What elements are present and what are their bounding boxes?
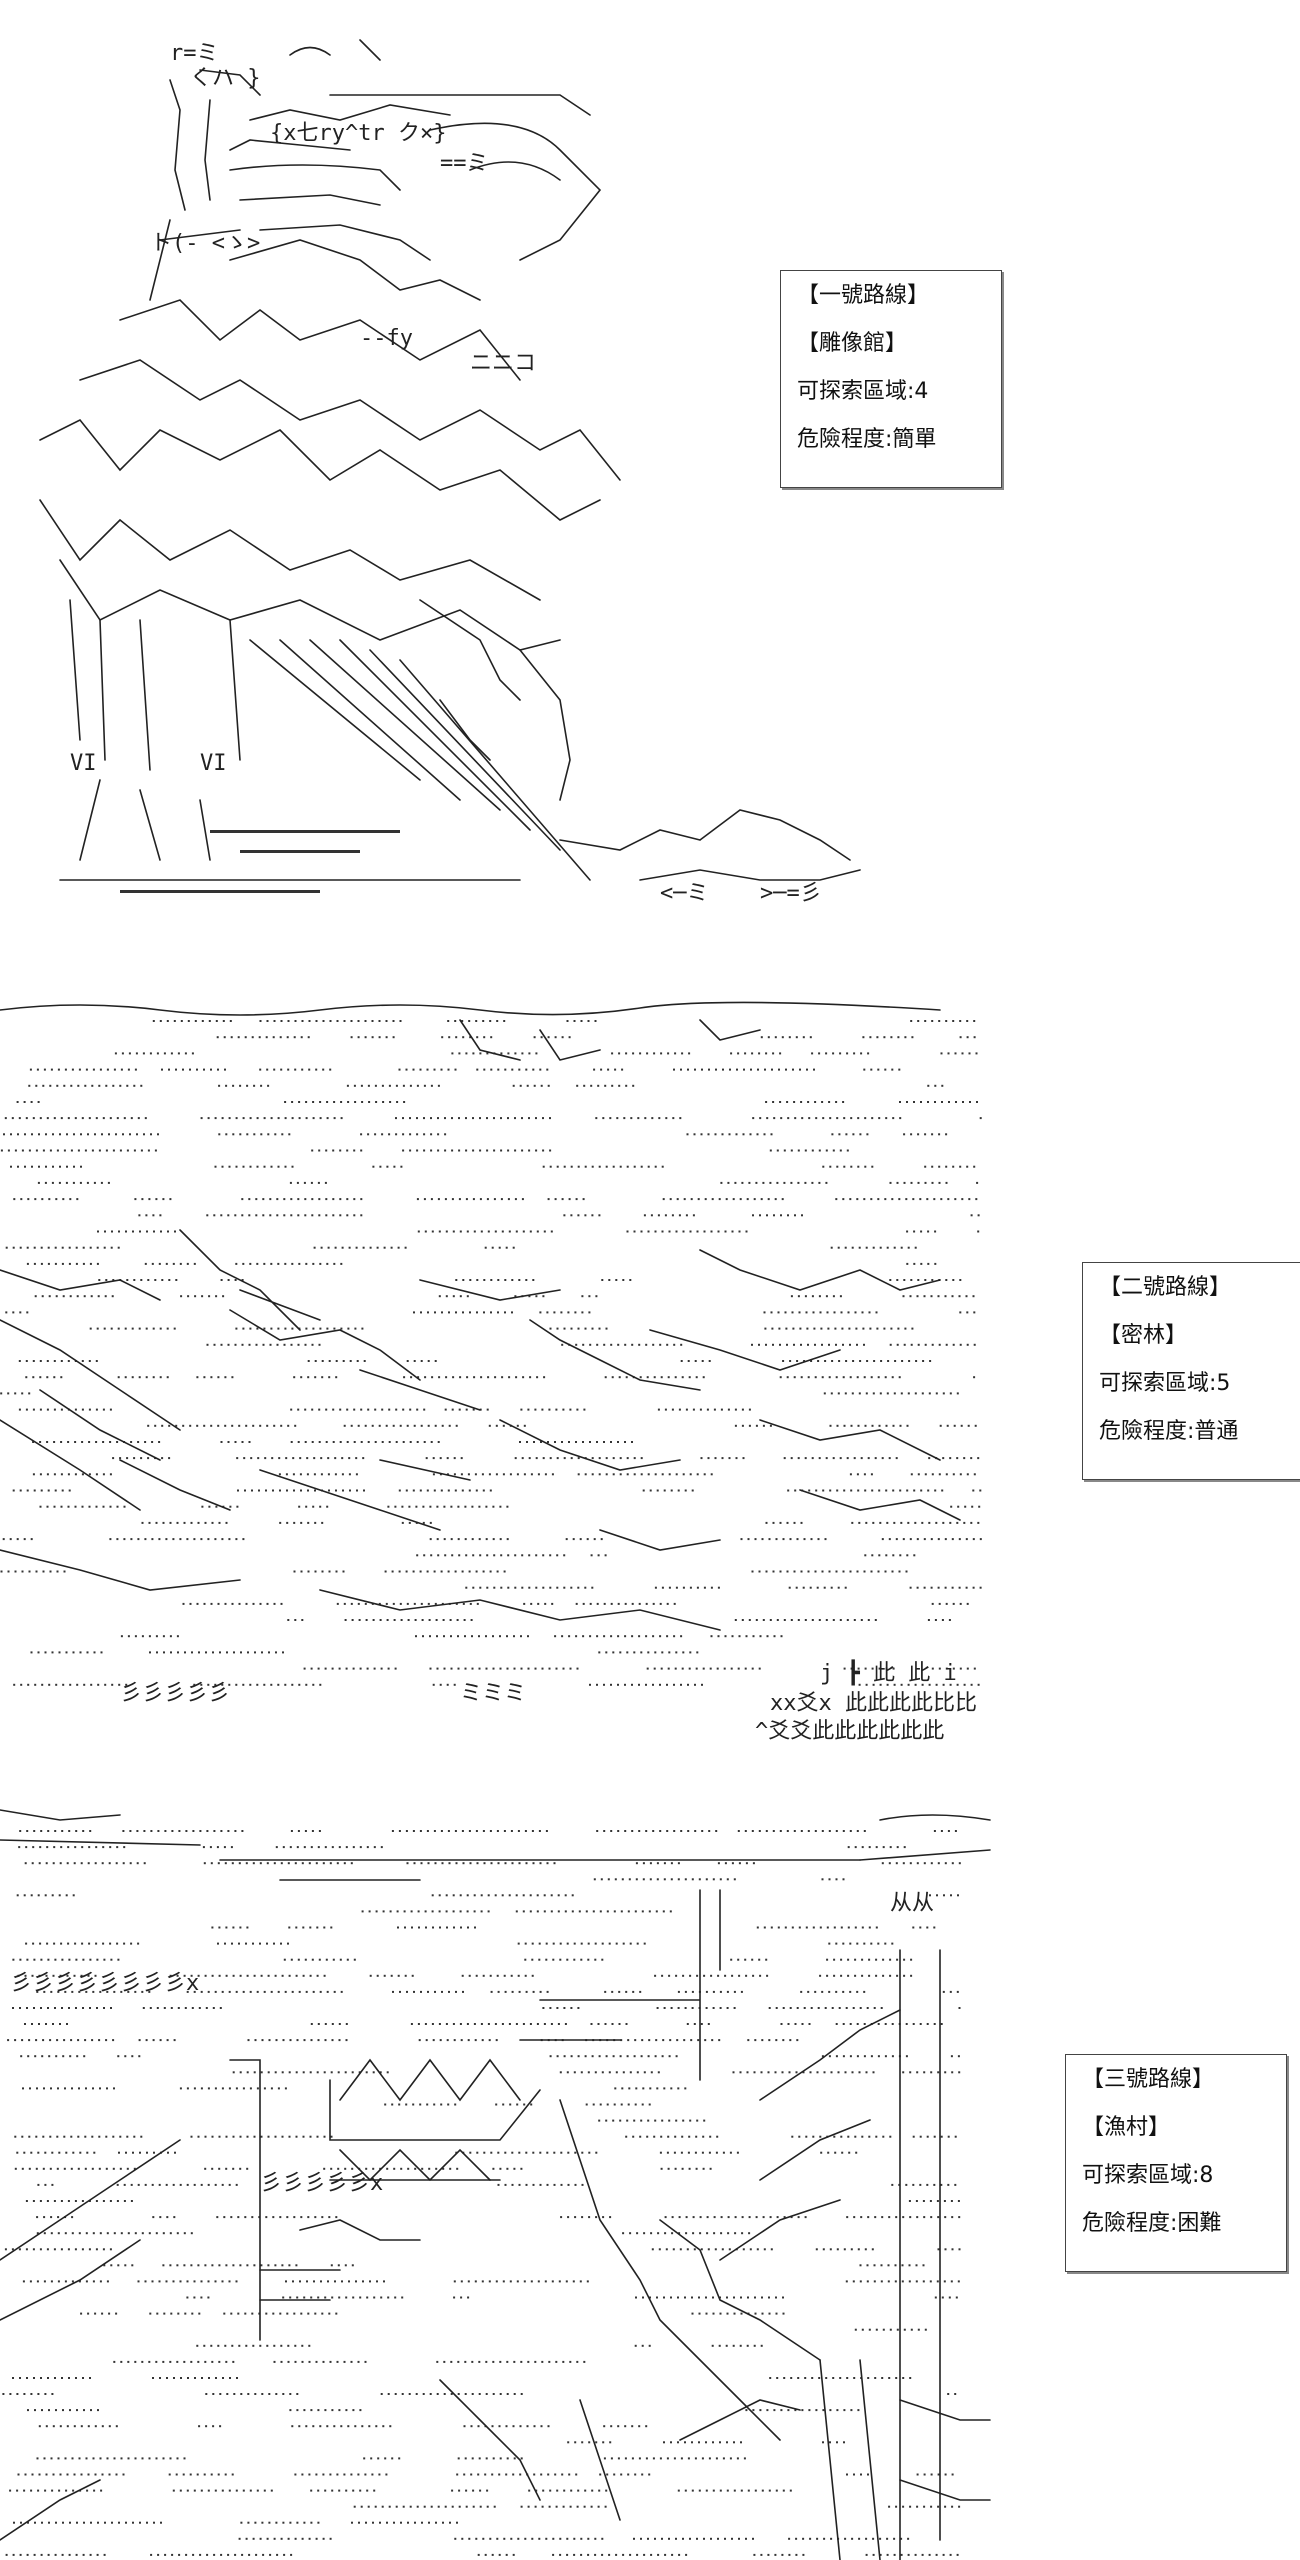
route-1-danger-level: 危險程度:簡單 xyxy=(797,427,937,452)
route-3-info-box: 【三號路線】 【漁村】 可探索區域:8 危險程度:困難 xyxy=(1065,2054,1287,2272)
svg-text:ミミミ: ミミミ xyxy=(460,1681,526,1706)
svg-text:VI: VI xyxy=(200,751,227,776)
svg-text:r=ミ: r=ミ xyxy=(170,41,219,66)
svg-text:{x七ry^tr ク×}: {x七ry^tr ク×} xyxy=(270,121,446,146)
route-2-location: 【密林】 xyxy=(1099,1323,1188,1348)
forest-glyph-2: xx爻x 此此此此比比 xyxy=(770,1691,977,1716)
route-3-panel: 从从 彡彡彡彡彡彡彡彡x 彡彡彡彡彡x 【三號路線】 【漁村】 可探索區域:8 … xyxy=(0,1800,1287,2560)
village-glyph-1: 从从 xyxy=(890,1891,934,1916)
svg-text:>─=彡: >─=彡 xyxy=(760,881,822,906)
route-3-title: 【三號路線】 xyxy=(1082,2067,1215,2092)
svg-text:ニニコ: ニニコ xyxy=(470,351,536,376)
svg-text:==ミ: ==ミ xyxy=(440,151,489,176)
svg-text:くハ }: くハ } xyxy=(190,66,261,91)
forest-glyph-1: j ┣ 此 此 i xyxy=(820,1659,957,1686)
statue-ascii-art: r=ミ くハ } {x七ry^tr ク×} ==ミ ト(- <ゝ> --fy ニ… xyxy=(39,39,861,906)
forest-ascii-art: j ┣ 此 此 i xx爻x 此此此此比比 ^爻爻此此此此此此 彡彡彡彡彡 ミミ… xyxy=(0,1001,982,1744)
svg-text:VI: VI xyxy=(70,751,97,776)
svg-text:ト(- <ゝ>: ト(- <ゝ> xyxy=(150,231,260,256)
route-1-panel: r=ミ くハ } {x七ry^tr ク×} ==ミ ト(- <ゝ> --fy ニ… xyxy=(0,0,1002,920)
route-3-location: 【漁村】 xyxy=(1082,2115,1171,2140)
route-2-danger-level: 危險程度:普通 xyxy=(1099,1419,1239,1444)
svg-text:<─ミ: <─ミ xyxy=(660,881,709,906)
svg-text:彡彡彡彡彡: 彡彡彡彡彡 xyxy=(120,1681,230,1706)
route-2-panel: j ┣ 此 此 i xx爻x 此此此此比比 ^爻爻此此此此此此 彡彡彡彡彡 ミミ… xyxy=(0,990,1300,1790)
forest-glyph-3: ^爻爻此此此此此此 xyxy=(755,1719,944,1744)
route-3-danger-level: 危險程度:困難 xyxy=(1082,2211,1222,2236)
route-1-location: 【雕像館】 xyxy=(797,331,908,356)
route-2-explore-areas: 可探索區域:5 xyxy=(1099,1371,1231,1396)
route-3-explore-areas: 可探索區域:8 xyxy=(1082,2163,1214,2188)
village-ascii-art: 从从 彡彡彡彡彡彡彡彡x 彡彡彡彡彡x xyxy=(0,1809,991,2560)
route-1-info-box: 【一號路線】 【雕像館】 可探索區域:4 危險程度:簡單 xyxy=(780,270,1002,488)
svg-text:--fy: --fy xyxy=(360,326,413,351)
route-1-explore-areas: 可探索區域:4 xyxy=(797,379,929,404)
route-1-title: 【一號路線】 xyxy=(797,283,930,308)
route-2-info-box: 【二號路線】 【密林】 可探索區域:5 危險程度:普通 xyxy=(1082,1262,1300,1480)
route-2-title: 【二號路線】 xyxy=(1099,1275,1232,1300)
